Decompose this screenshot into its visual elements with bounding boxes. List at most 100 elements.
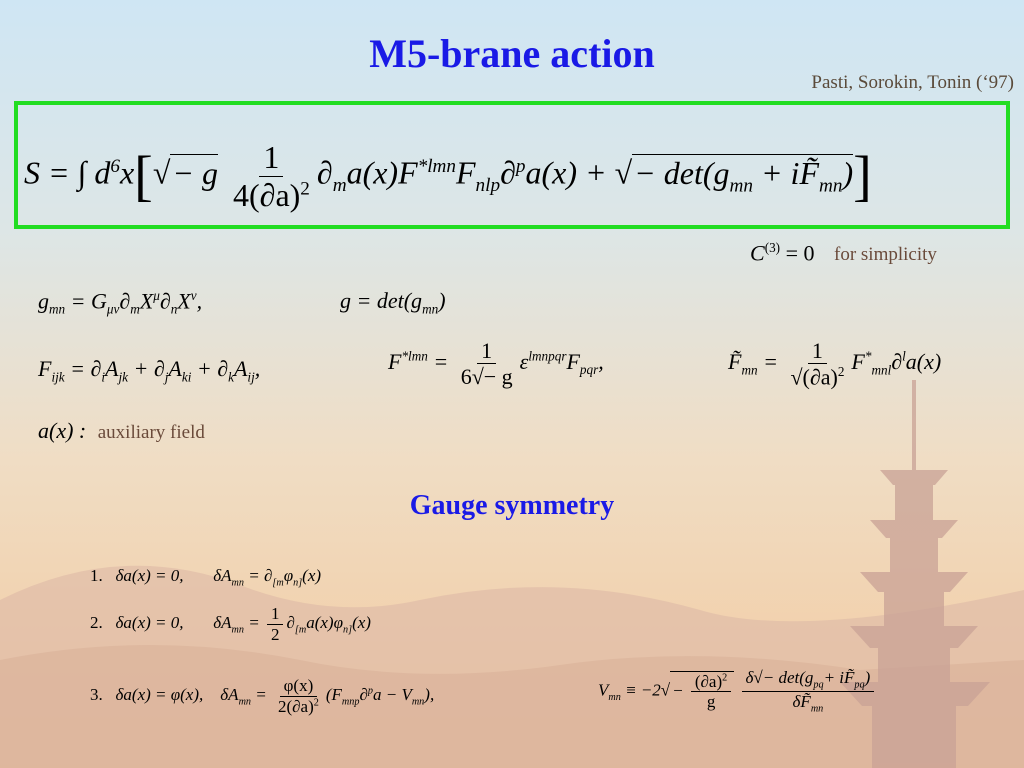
- gauge-dA-sub: mn: [238, 696, 252, 708]
- g-lhs: g = det(g: [340, 288, 423, 313]
- term1-end: a(x) +: [525, 154, 607, 191]
- gauge-frac-den: 2(∂a): [278, 696, 314, 716]
- term1-F-sub: nlp: [475, 175, 501, 197]
- g-definition: g = det(gmn): [340, 288, 446, 317]
- gauge-frac-den-sup: 2: [313, 696, 319, 708]
- gauge-rhs-sub: [m: [272, 577, 284, 589]
- F-comma: ,: [254, 356, 261, 381]
- gauge-rhs3: a(x)φ: [306, 612, 343, 632]
- F-rhs-3A: A: [233, 356, 248, 381]
- V-sqrt-prefix: −: [672, 680, 684, 700]
- action-x: x: [119, 154, 135, 191]
- Ftilde-d-sup: l: [902, 348, 906, 364]
- F-rhs-sub-k: k: [228, 369, 234, 385]
- V-sub: mn: [608, 691, 621, 703]
- gmn-X2: X: [177, 288, 191, 314]
- C-rhs: = 0: [785, 240, 815, 266]
- F-rhs-3-sub: ij: [247, 369, 255, 385]
- F-rhs-sub-i: i: [101, 369, 106, 385]
- V-frac-num-sub2: pq: [854, 679, 865, 691]
- gauge-item-number: 2.: [90, 612, 103, 632]
- gauge-rhs: =: [255, 684, 267, 704]
- V-frac-den: δF̃: [792, 692, 811, 712]
- gmn-X2-sup: ν: [190, 288, 197, 303]
- Fstar-eps-sup: lmnpqr: [528, 348, 567, 364]
- gauge-paren-d: ∂: [359, 684, 368, 704]
- Ftilde-fraction: 1 √(∂a)2: [786, 338, 848, 390]
- bracket-open: [: [134, 145, 153, 208]
- gmn-rhs: = G: [70, 288, 107, 314]
- V-eq: ≡ −2: [625, 680, 661, 700]
- gmn-rhs2-sub: m: [130, 301, 140, 317]
- gauge-heading: Gauge symmetry: [409, 490, 615, 521]
- action-equation: S = ∫ d6x[√− g 1 4(∂a)2 ∂ma(x)F*lmnFnlp∂…: [24, 139, 872, 213]
- V-fraction: δ√− det(gpq+ iF̃pq) δF̃mn: [741, 668, 875, 715]
- sqrt2: − det(g: [634, 154, 730, 191]
- simplicity-line: C(3) = 0 for simplicity: [750, 240, 937, 266]
- Ftilde-d: ∂: [891, 349, 903, 374]
- Ftilde-F: F: [851, 349, 865, 374]
- gmn-X1-sup: μ: [153, 288, 160, 303]
- term1-sup: *lmn: [417, 155, 456, 177]
- gauge-paren-end: ),: [424, 684, 435, 704]
- Fstar-fraction: 1 6√− g: [457, 338, 517, 390]
- gauge-dA-sub: mn: [231, 624, 244, 636]
- bracket-close: ]: [853, 145, 872, 208]
- gauge-dA-sub: mn: [231, 577, 244, 589]
- gauge-fraction: 1 2: [266, 604, 284, 644]
- gmn-rhs3: ∂: [159, 288, 171, 314]
- Ftilde-den: √(∂a): [790, 364, 838, 390]
- gauge-rhs3-sub: n]: [343, 624, 353, 636]
- gauge-item-1: 1. δa(x) = 0, δAmn = ∂[mφn](x): [90, 566, 321, 588]
- Ftilde-sub: mn: [741, 362, 758, 378]
- F-rhs-sub-j: j: [164, 369, 169, 385]
- sqrt-g: − g: [170, 153, 218, 191]
- gauge-dA: δA: [213, 566, 232, 585]
- sqrt2-sub: mn: [729, 175, 753, 197]
- gmn-rhs-sub: μν: [106, 301, 120, 317]
- V-sqrt-fraction: (∂a)2 g: [690, 671, 732, 712]
- Fstar-eps: ε: [519, 348, 529, 374]
- F-rhs-2: + ∂: [133, 356, 165, 381]
- slide-title: M5-brane action: [369, 31, 655, 76]
- gmn-lhs: g: [38, 288, 49, 314]
- F-lhs: F: [38, 356, 52, 381]
- F-definition: Fijk = ∂iAjk + ∂jAki + ∂kAij,: [38, 356, 260, 385]
- gauge-item-2: 2. δa(x) = 0, δAmn = 1 2 ∂[ma(x)φn](x): [90, 604, 371, 644]
- sqrt2-sub2: mn: [818, 175, 843, 197]
- V-sqrt-num: (∂a): [694, 671, 723, 691]
- Ftilde-num: 1: [807, 338, 827, 365]
- gauge-rhs2: ∂: [286, 612, 295, 632]
- gauge-rhs3: (x): [302, 566, 322, 585]
- gauge-rhs4: (x): [352, 612, 371, 632]
- Fstar-den: 6√− g: [460, 364, 513, 390]
- F-rhs-3: + ∂: [196, 356, 229, 381]
- hills-front: [0, 645, 1024, 768]
- F-lhs-sub: ijk: [51, 369, 65, 385]
- V-sqrt-den: g: [706, 692, 716, 712]
- credit-text: Pasti, Sorokin, Tonin (‘97): [811, 72, 1014, 93]
- gmn-lhs-sub: mn: [49, 301, 66, 317]
- gmn-rhs2: ∂: [119, 288, 131, 314]
- frac-den-power: 2: [300, 178, 310, 200]
- Fstar-F-sub: pqr: [579, 362, 599, 378]
- gauge-paren: (F: [325, 684, 342, 704]
- gauge-frac-den: 2: [270, 624, 280, 644]
- Fstar-lhs: F: [388, 348, 402, 374]
- V-frac-num-sub: pq: [813, 679, 824, 691]
- F-rhs-2A: A: [168, 356, 182, 381]
- gauge-da: δa(x) = φ(x),: [115, 684, 204, 704]
- g-end: ): [438, 288, 446, 313]
- gauge-rhs2: φ: [283, 566, 294, 585]
- simplicity-note: for simplicity: [834, 244, 937, 266]
- gauge-frac-num: 1: [266, 604, 284, 625]
- F-rhs: = ∂: [70, 356, 102, 381]
- F-rhs-2-sub: ki: [181, 369, 192, 385]
- gmn-X1: X: [139, 288, 154, 314]
- Fstar-eq: =: [433, 348, 449, 374]
- Fstar-F: F: [566, 348, 580, 374]
- gauge-frac-num: φ(x): [279, 676, 318, 697]
- C-symbol: C: [750, 240, 765, 266]
- aux-note: auxiliary field: [97, 422, 205, 443]
